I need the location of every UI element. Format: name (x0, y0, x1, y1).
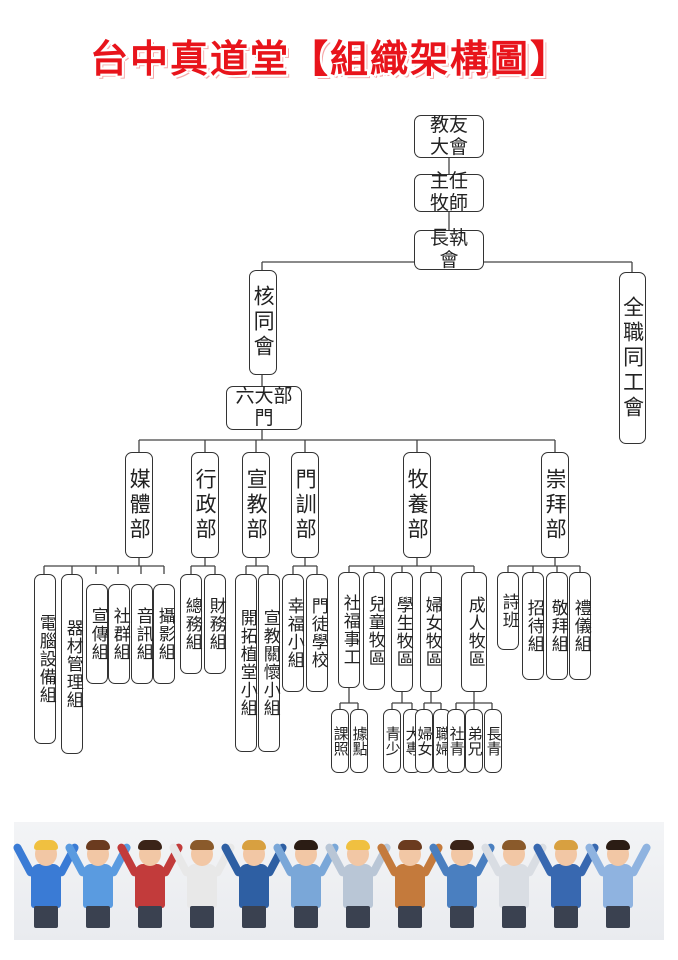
node-pastoral-dept: 牧養部 (403, 452, 431, 558)
node-sub-dixiong: 弟兄 (465, 709, 484, 773)
node-sub-zhangqing: 長青 (484, 709, 503, 773)
cheering-person-figure (64, 840, 132, 930)
node-congregation-assembly: 教友大會 (414, 114, 484, 158)
node-six-departments: 六大部門 (226, 385, 302, 430)
cheering-person-figure (376, 840, 444, 930)
node-choir: 詩班 (497, 572, 519, 650)
node-sub-kezhao: 課照 (331, 709, 350, 773)
node-audio-group: 音訊組 (131, 584, 153, 684)
node-sub-judian: 據點 (350, 709, 369, 773)
node-computer-equipment-group: 電腦設備組 (34, 574, 56, 744)
node-publicity-group: 宣傳組 (86, 584, 108, 684)
cheering-person-figure (220, 840, 288, 930)
node-praise-group: 敬拜組 (546, 572, 568, 680)
node-finance-group: 財務組 (204, 574, 226, 674)
cheering-person-figure (12, 840, 80, 930)
node-women-area: 婦女牧區 (420, 572, 442, 692)
node-missions-care-group: 宣教關懷小組 (258, 574, 280, 752)
node-social-welfare-ministry: 社福事工 (338, 572, 360, 688)
node-sub-funv: 婦女 (415, 709, 434, 773)
chart-title: 台中真道堂【組織架構圖】 (89, 37, 570, 81)
node-adults-area: 成人牧區 (461, 572, 487, 692)
node-liturgy-group: 禮儀組 (569, 572, 591, 680)
cheering-person-figure (584, 840, 652, 930)
cheering-person-figure (480, 840, 548, 930)
node-discipleship-dept: 門訓部 (291, 452, 319, 558)
node-happiness-group: 幸福小組 (282, 574, 304, 692)
node-admin-dept: 行政部 (191, 452, 219, 558)
node-children-area: 兒童牧區 (363, 572, 385, 690)
node-sub-qingshao: 青少 (383, 709, 402, 773)
node-photography-group: 攝影組 (153, 584, 175, 684)
node-senior-pastor: 主任牧師 (414, 170, 484, 214)
cheering-person-figure (324, 840, 392, 930)
node-worship-dept: 崇拜部 (541, 452, 569, 558)
cheering-person-figure (272, 840, 340, 930)
node-ushers-group: 招待組 (522, 572, 544, 680)
cheering-person-figure (116, 840, 184, 930)
team-people-illustration (12, 822, 664, 940)
node-general-affairs-group: 總務組 (180, 574, 202, 674)
node-missions-dept: 宣教部 (242, 452, 270, 558)
node-church-planting-group: 開拓植堂小組 (235, 574, 257, 752)
node-fulltime-staff: 全職同工會 (619, 272, 646, 444)
node-disciple-school: 門徒學校 (306, 574, 328, 692)
node-students-area: 學生牧區 (391, 572, 413, 692)
cheering-person-figure (428, 840, 496, 930)
node-elders-deacons: 長執會 (414, 227, 484, 271)
node-media-dept: 媒體部 (125, 452, 153, 558)
node-community-group: 社群組 (108, 584, 130, 684)
cheering-person-figure (168, 840, 236, 930)
node-core-coworkers: 核同會 (249, 270, 277, 375)
node-equipment-management-group: 器材管理組 (61, 574, 83, 754)
connector-lines (43, 158, 633, 709)
cheering-person-figure (532, 840, 600, 930)
node-sub-sheqing: 社青 (447, 709, 466, 773)
